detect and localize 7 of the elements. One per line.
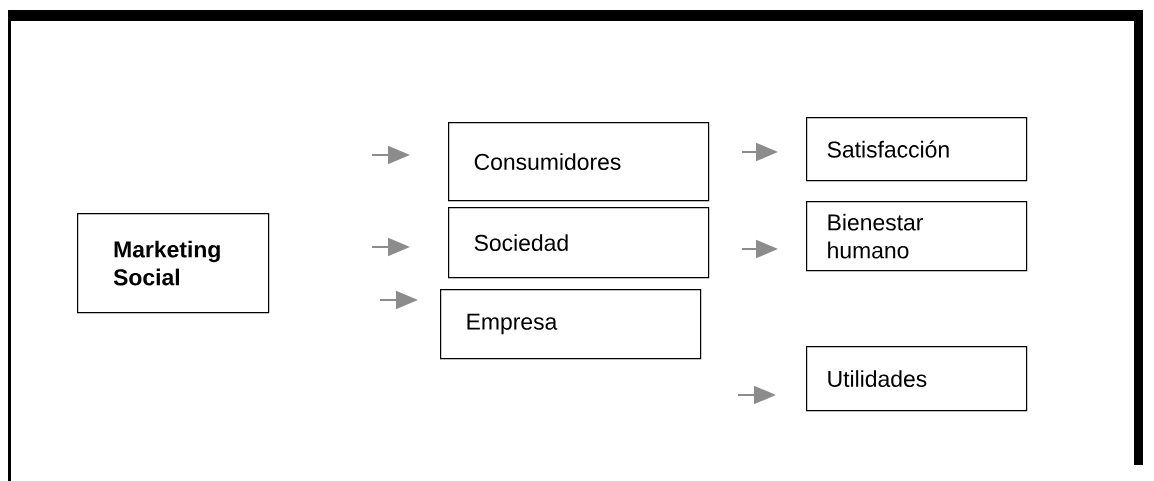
text-box: Satisfacción — [806, 117, 1028, 182]
text-box: Marketing Social — [77, 213, 270, 314]
text-box: Sociedad — [448, 207, 710, 279]
text-box: Empresa — [440, 289, 702, 360]
text-box: Consumidores — [448, 122, 710, 202]
text-box: Utilidades — [806, 346, 1028, 412]
text-box: Bienestar humano — [806, 201, 1028, 272]
